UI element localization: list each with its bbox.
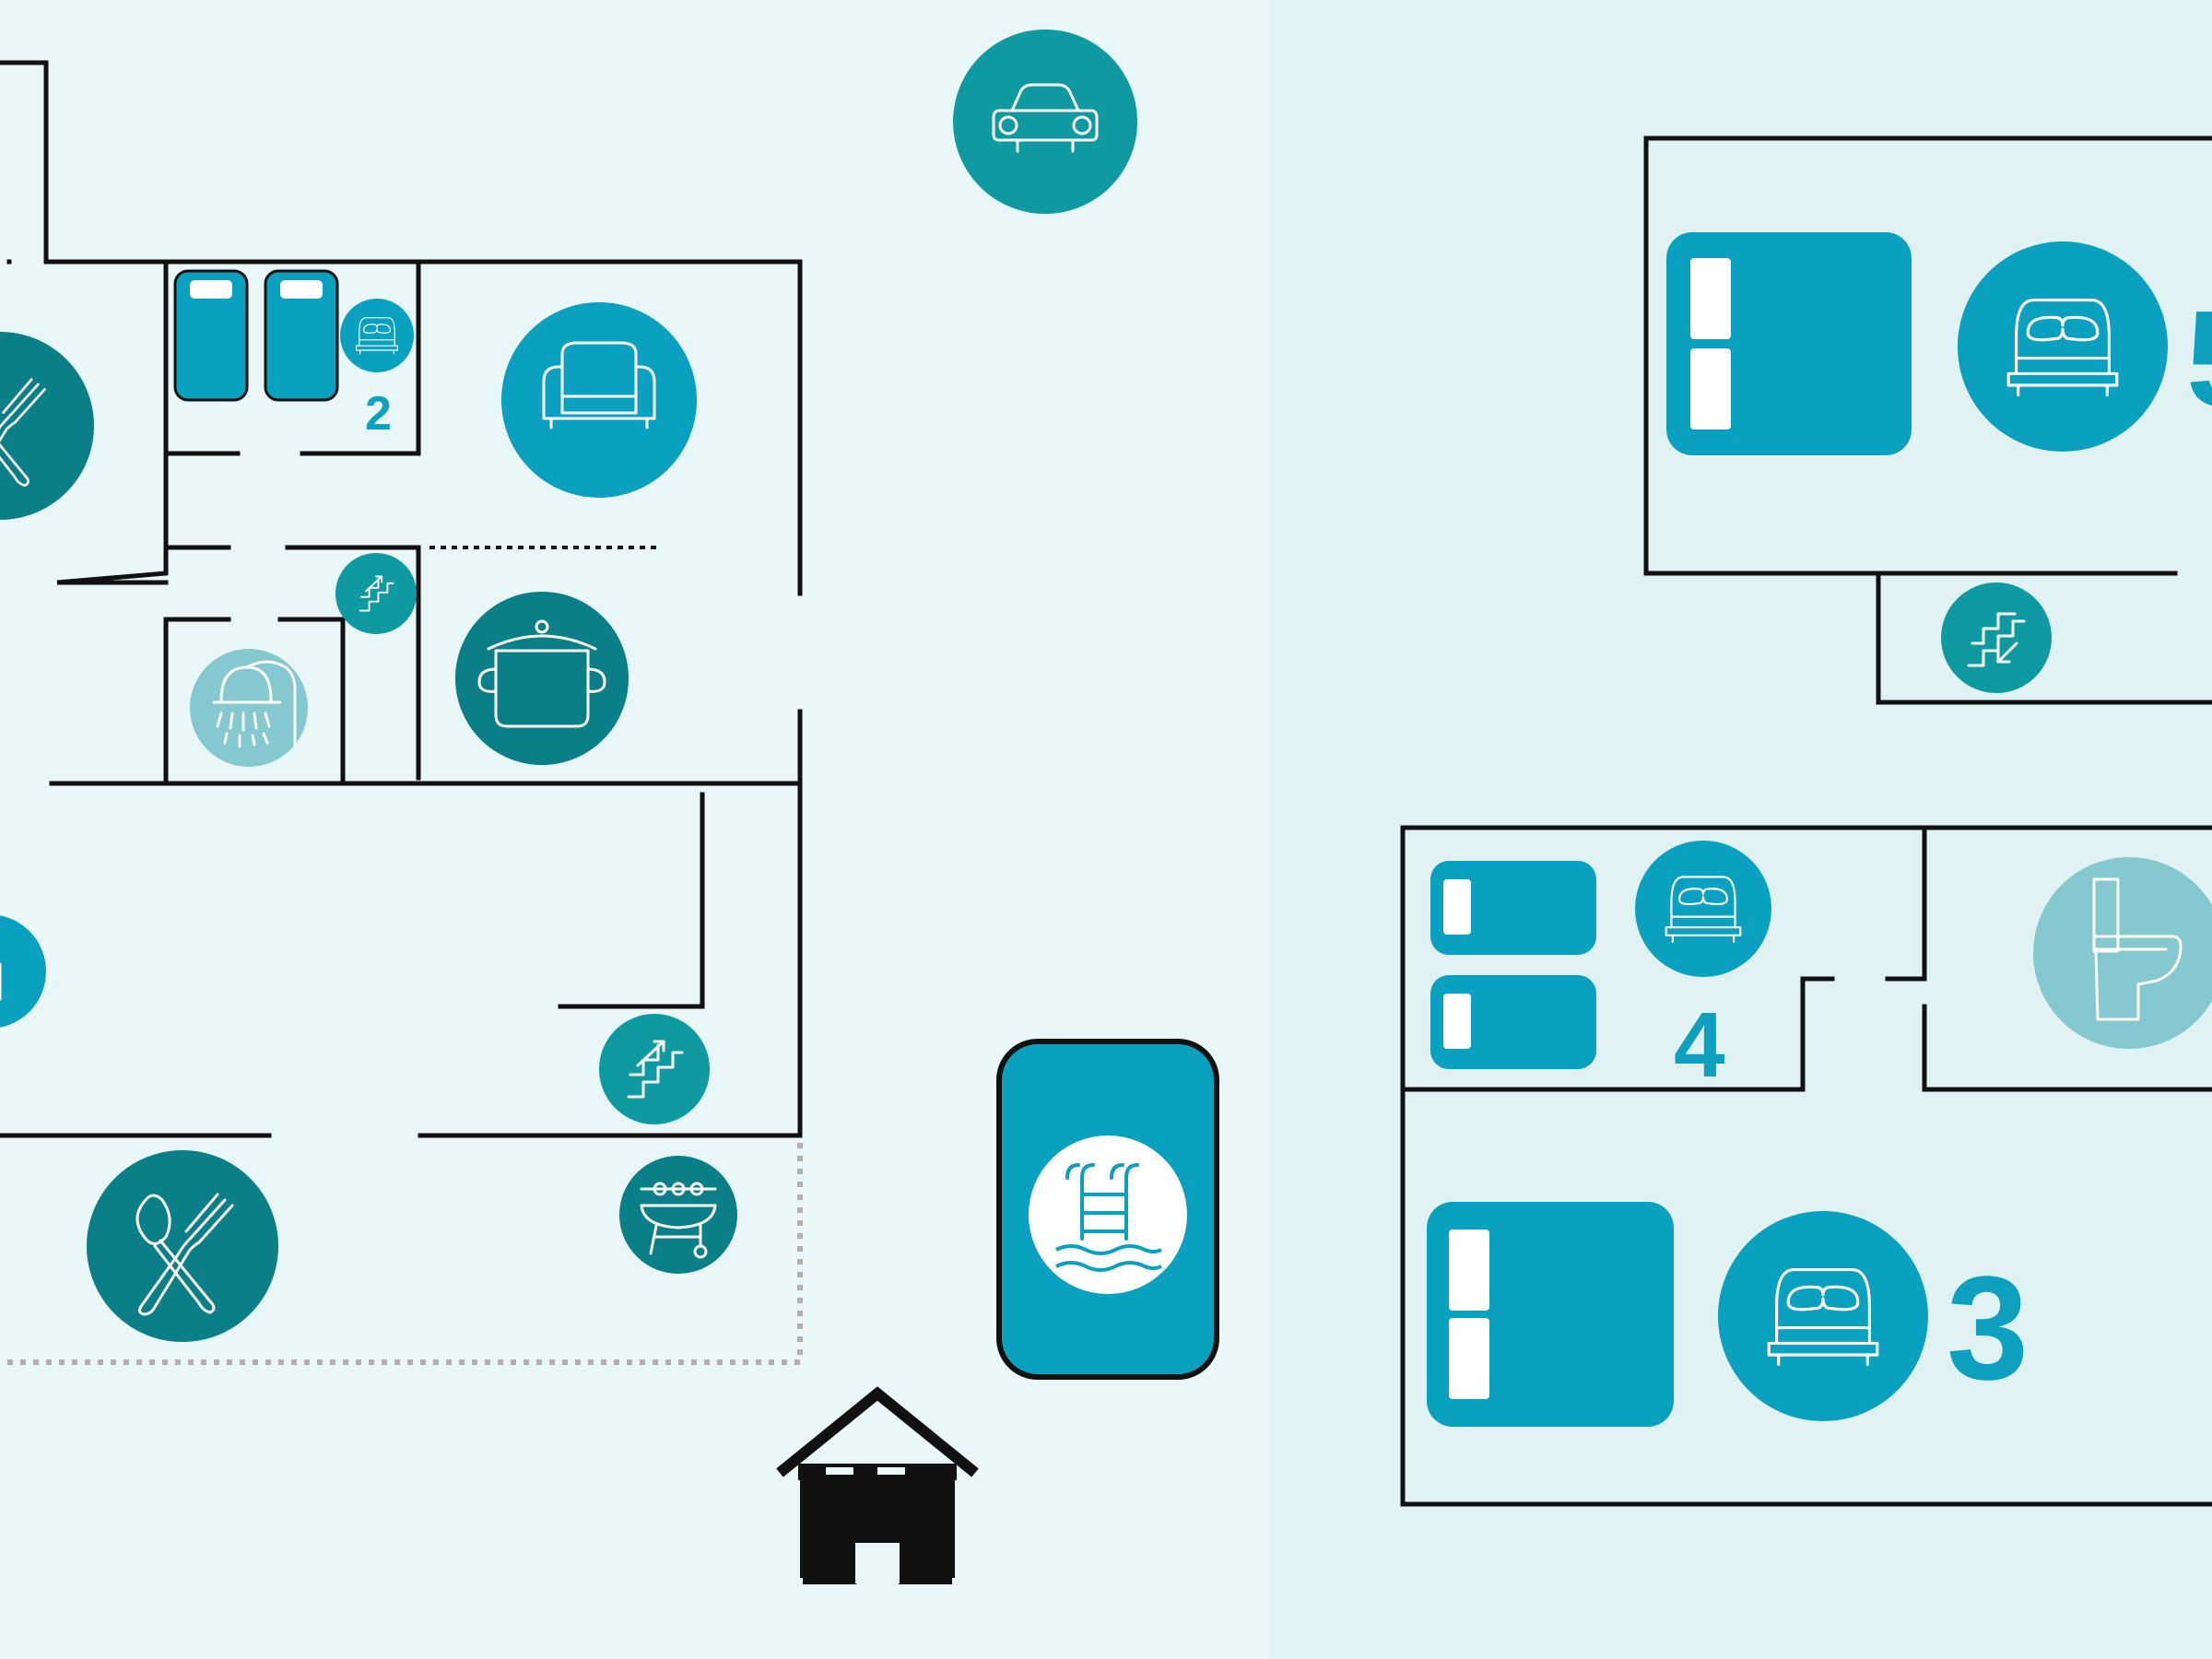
ground-floor-background: [0, 0, 1270, 1659]
armchair-icon: [501, 302, 697, 498]
room-4-single-bed: [1430, 861, 1596, 955]
house-icon: [776, 1386, 979, 1584]
pool-ladder-icon: [1029, 1135, 1187, 1294]
cutlery-icon: [0, 332, 94, 520]
bedroom-2-single-bed: [264, 269, 339, 402]
toilet-icon: [2033, 857, 2212, 1049]
bed-icon: [1718, 1211, 1928, 1421]
room-number-4: 4: [1674, 994, 1725, 1097]
ground-floor-walls: [0, 60, 803, 1365]
cutlery-icon: [87, 1150, 278, 1342]
room-number-5: 5: [2186, 283, 2212, 435]
bed-icon: [1635, 841, 1771, 977]
shower-icon: [190, 649, 308, 767]
room-4-single-bed: [1430, 975, 1596, 1069]
armchair-icon: [0, 915, 46, 1028]
stairs-up-icon: [599, 1014, 710, 1124]
upper-floor-walls: [1400, 135, 2212, 1507]
stairs-down-icon: [1941, 582, 2052, 693]
bedroom-2-single-bed: [173, 269, 249, 402]
barbecue-icon: [619, 1156, 737, 1274]
bed-icon: [340, 299, 414, 372]
room-number-3: 3: [1947, 1245, 2029, 1410]
stairs-up-icon: [335, 553, 417, 634]
room-5-double-bed: [1666, 232, 1912, 455]
car-icon: [953, 29, 1137, 214]
room-3-double-bed: [1427, 1202, 1674, 1427]
room-number-2: 2: [365, 387, 392, 441]
cooking-pot-icon: [455, 592, 629, 765]
bed-icon: [1958, 241, 2168, 452]
